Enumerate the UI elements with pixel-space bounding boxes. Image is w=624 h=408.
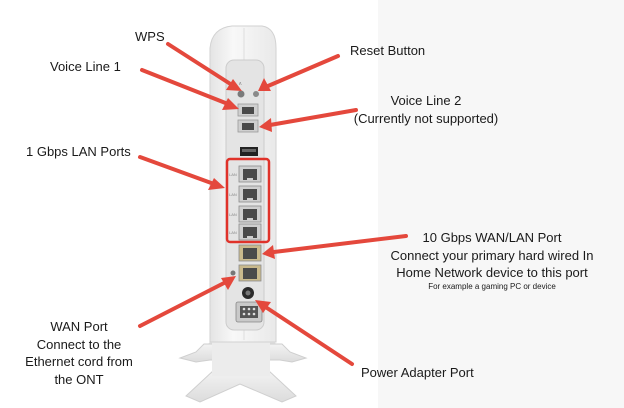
usb-port bbox=[240, 147, 258, 156]
svg-text:LAN: LAN bbox=[229, 212, 237, 217]
svg-text:LAN: LAN bbox=[229, 192, 237, 197]
lan-port: LAN bbox=[229, 165, 262, 183]
label-wan-port-desc-1: Connect to the bbox=[36, 336, 122, 352]
arrow-voice1 bbox=[140, 68, 239, 110]
arrow-reset bbox=[258, 54, 340, 91]
label-power-adapter-port: Power Adapter Port bbox=[361, 365, 474, 380]
svg-text:LAN: LAN bbox=[229, 230, 237, 235]
label-wan-port-title: WAN Port bbox=[50, 319, 108, 334]
label-wps: WPS bbox=[135, 29, 165, 44]
arrow-10g-wanlan bbox=[262, 234, 408, 259]
arrow-wan bbox=[138, 276, 236, 328]
router-stand bbox=[178, 338, 308, 403]
lan-port: LAN bbox=[229, 223, 262, 241]
label-wan-port-desc-3: the ONT bbox=[54, 371, 104, 387]
lan-port: LAN bbox=[229, 185, 262, 203]
svg-text:LAN: LAN bbox=[229, 172, 237, 177]
arrow-lan bbox=[138, 155, 225, 190]
label-voice-line-2-title: Voice Line 2 bbox=[390, 93, 462, 108]
wan-port bbox=[230, 264, 262, 282]
label-voice-line-1: Voice Line 1 bbox=[50, 59, 121, 74]
label-wan-port: WAN Port Connect to the Ethernet cord fr… bbox=[18, 318, 140, 388]
label-reset-button: Reset Button bbox=[350, 43, 426, 58]
svg-text:ʌ: ʌ bbox=[239, 81, 242, 87]
voice-port-2 bbox=[237, 119, 259, 133]
wan-lan-10g-port bbox=[238, 244, 262, 262]
lan-ports: LAN LAN LAN LAN bbox=[229, 165, 262, 241]
label-10g-wan-lan: 10 Gbps WAN/LAN Port Connect your primar… bbox=[384, 229, 600, 292]
label-wan-port-desc-2: Ethernet cord from bbox=[25, 354, 133, 370]
power-port bbox=[235, 287, 263, 323]
label-lan-ports: 1 Gbps LAN Ports bbox=[26, 144, 131, 159]
arrow-wps bbox=[166, 42, 242, 91]
label-voice-line-2-note: (Currently not supported) bbox=[353, 110, 499, 126]
label-10g-wan-lan-desc-1: Connect your primary hard wired In bbox=[390, 247, 594, 263]
background-panel bbox=[378, 0, 624, 408]
lan-port: LAN bbox=[229, 205, 262, 223]
voice-port-1 bbox=[237, 103, 259, 117]
label-10g-wan-lan-example: For example a gaming PC or device bbox=[428, 281, 556, 291]
label-10g-wan-lan-title: 10 Gbps WAN/LAN Port bbox=[422, 230, 562, 245]
label-10g-wan-lan-desc-2: Home Network device to this port bbox=[396, 265, 588, 281]
arrow-voice2 bbox=[259, 108, 358, 132]
reset-button bbox=[253, 91, 259, 97]
wps-button: ʌ bbox=[237, 81, 245, 98]
label-voice-line-2: Voice Line 2 (Currently not supported) bbox=[350, 92, 502, 127]
lan-ports-highlight bbox=[225, 157, 271, 244]
arrow-power bbox=[255, 300, 354, 366]
